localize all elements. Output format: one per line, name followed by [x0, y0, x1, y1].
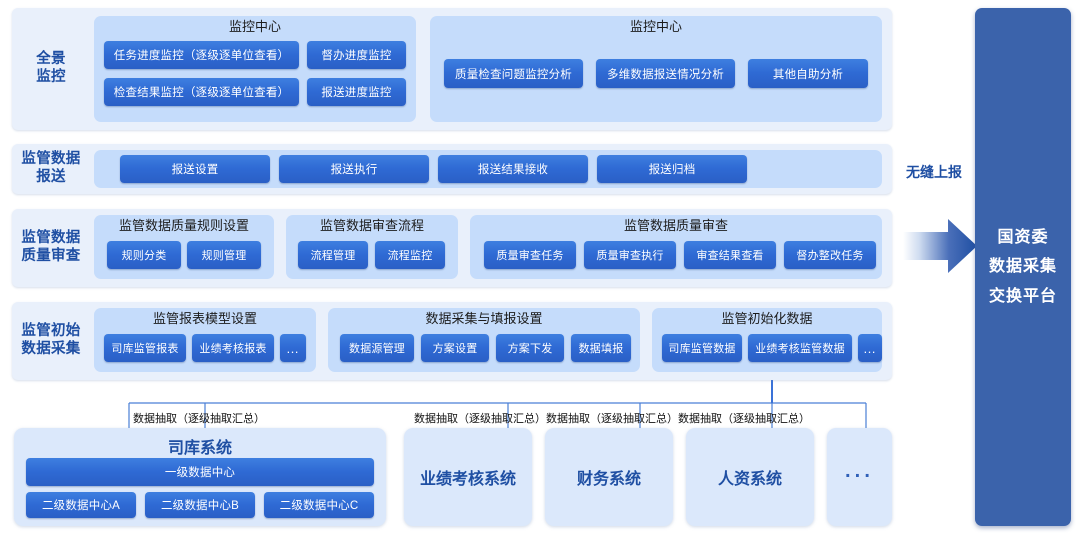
- row-data-quality-review: 监管数据 质量审查 监管数据质量规则设置 规则分类 规则管理 监管数据审查流程 …: [12, 209, 892, 287]
- panel-initial-regulatory-data: 监管初始化数据 司库监管数据 业绩考核监管数据 …: [652, 308, 882, 372]
- connector-label-1: 数据抽取（逐级抽取汇总）: [414, 413, 546, 425]
- chip-process-monitoring[interactable]: 流程监控: [375, 241, 445, 269]
- connector-label-2: 数据抽取（逐级抽取汇总）: [546, 413, 678, 425]
- chip-data-filling[interactable]: 数据填报: [571, 334, 631, 362]
- chip-supervise-rectification-task[interactable]: 督办整改任务: [784, 241, 876, 269]
- platform-line-3: 交换平台: [988, 287, 1057, 305]
- system-performance-review[interactable]: 业绩考核系统: [404, 428, 532, 526]
- connector-label-0: 数据抽取（逐级抽取汇总）: [133, 413, 265, 425]
- chip-supervision-progress-monitor[interactable]: 督办进度监控: [307, 41, 406, 69]
- chip-task-progress-monitor[interactable]: 任务进度监控（逐级逐单位查看）: [104, 41, 299, 69]
- chip-inspection-result-monitor[interactable]: 检查结果监控（逐级逐单位查看）: [104, 78, 299, 106]
- chip-report-progress-monitor[interactable]: 报送进度监控: [307, 78, 406, 106]
- panel-title-report-model-settings: 监管报表模型设置: [152, 311, 257, 326]
- chip-secondary-data-center-a[interactable]: 二级数据中心A: [26, 492, 136, 518]
- panel-title-monitor-center-2: 监控中心: [629, 19, 682, 34]
- connector-label-3: 数据抽取（逐级抽取汇总）: [678, 413, 810, 425]
- chip-more-report-models[interactable]: …: [280, 334, 306, 362]
- row-regulatory-data-reporting: 监管数据 报送 报送设置 报送执行 报送结果接收 报送归档: [12, 144, 892, 194]
- chip-report-archive[interactable]: 报送归档: [597, 155, 747, 183]
- panel-collection-and-filling-settings: 数据采集与填报设置 数据源管理 方案设置 方案下发 数据填报: [328, 308, 640, 372]
- panel-review-workflow: 监管数据审查流程 流程管理 流程监控: [286, 215, 458, 279]
- panel-title-quality-rule-settings: 监管数据质量规则设置: [118, 218, 249, 233]
- system-title-hr: 人资系统: [717, 471, 782, 488]
- panel-monitor-center-2: 监控中心 质量检查问题监控分析 多维数据报送情况分析 其他自助分析: [430, 16, 882, 122]
- system-treasury[interactable]: 司库系统 一级数据中心 二级数据中心A 二级数据中心B 二级数据中心C: [14, 428, 386, 526]
- chip-secondary-data-center-c[interactable]: 二级数据中心C: [264, 492, 374, 518]
- chip-scheme-settings[interactable]: 方案设置: [421, 334, 489, 362]
- panel-title-data-quality-review: 监管数据质量审查: [623, 218, 728, 233]
- chip-report-result-receive[interactable]: 报送结果接收: [438, 155, 588, 183]
- panel-quality-rule-settings: 监管数据质量规则设置 规则分类 规则管理: [94, 215, 274, 279]
- chip-other-self-service-analysis[interactable]: 其他自助分析: [748, 59, 868, 88]
- row-label-data-quality-review: 监管数据 质量审查: [21, 230, 81, 264]
- system-title-more: ···: [845, 465, 874, 488]
- chip-treasury-regulatory-report[interactable]: 司库监管报表: [104, 334, 186, 362]
- chip-secondary-data-center-b[interactable]: 二级数据中心B: [145, 492, 255, 518]
- chip-datasource-management[interactable]: 数据源管理: [340, 334, 414, 362]
- system-title-treasury: 司库系统: [167, 440, 232, 457]
- system-finance[interactable]: 财务系统: [545, 428, 673, 526]
- chip-multidim-report-analysis[interactable]: 多维数据报送情况分析: [596, 59, 735, 88]
- panel-title-collection-and-filling-settings: 数据采集与填报设置: [425, 311, 543, 326]
- platform-line-2: 数据采集: [988, 258, 1057, 276]
- panel-title-initial-regulatory-data: 监管初始化数据: [721, 311, 813, 326]
- system-title-performance-review: 业绩考核系统: [419, 471, 516, 488]
- system-title-finance: 财务系统: [576, 471, 641, 488]
- row-label-initial-data-collection: 监管初始 数据采集: [21, 323, 81, 357]
- chip-more-initial-data[interactable]: …: [858, 334, 882, 362]
- chip-review-result-view[interactable]: 审查结果查看: [684, 241, 776, 269]
- panel-data-quality-review: 监管数据质量审查 质量审查任务 质量审查执行 审查结果查看 督办整改任务: [470, 215, 882, 279]
- panel-report-model-settings: 监管报表模型设置 司库监管报表 业绩考核报表 …: [94, 308, 316, 372]
- seamless-report-label: 无缝上报: [906, 164, 962, 180]
- chip-rule-management[interactable]: 规则管理: [187, 241, 261, 269]
- chip-quality-review-task[interactable]: 质量审查任务: [484, 241, 576, 269]
- row-initial-data-collection: 监管初始 数据采集 监管报表模型设置 司库监管报表 业绩考核报表 … 数据采集与…: [12, 302, 892, 380]
- chip-quality-issue-analysis[interactable]: 质量检查问题监控分析: [444, 59, 583, 88]
- row-label-regulatory-data-reporting: 监管数据 报送: [21, 151, 81, 185]
- chip-scheme-distribution[interactable]: 方案下发: [496, 334, 564, 362]
- system-hr[interactable]: 人资系统: [686, 428, 814, 526]
- platform-line-1: 国资委: [997, 228, 1049, 246]
- panel-monitor-center-1: 监控中心 任务进度监控（逐级逐单位查看） 督办进度监控 检查结果监控（逐级逐单位…: [94, 16, 416, 122]
- system-more[interactable]: ···: [827, 428, 892, 526]
- panel-title-review-workflow: 监管数据审查流程: [319, 218, 424, 233]
- chip-quality-review-execution[interactable]: 质量审查执行: [584, 241, 676, 269]
- chip-rule-classification[interactable]: 规则分类: [107, 241, 181, 269]
- chip-process-management[interactable]: 流程管理: [298, 241, 368, 269]
- panel-reporting: 报送设置 报送执行 报送结果接收 报送归档: [94, 150, 882, 188]
- chip-treasury-regulatory-data[interactable]: 司库监管数据: [662, 334, 742, 362]
- chip-performance-regulatory-data[interactable]: 业绩考核监管数据: [748, 334, 852, 362]
- row-label-panoramic-monitoring: 全景 监控: [36, 51, 66, 85]
- chip-report-settings[interactable]: 报送设置: [120, 155, 270, 183]
- chip-primary-data-center[interactable]: 一级数据中心: [26, 458, 374, 486]
- row-panoramic-monitoring: 全景 监控 监控中心 任务进度监控（逐级逐单位查看） 督办进度监控 检查结果监控…: [12, 8, 892, 130]
- chip-performance-review-report[interactable]: 业绩考核报表: [192, 334, 274, 362]
- chip-report-execution[interactable]: 报送执行: [279, 155, 429, 183]
- sasac-exchange-platform[interactable]: 国资委 数据采集 交换平台: [975, 8, 1071, 526]
- panel-title-monitor-center-1: 监控中心: [228, 19, 281, 34]
- platform-text: 国资委 数据采集 交换平台: [989, 223, 1057, 312]
